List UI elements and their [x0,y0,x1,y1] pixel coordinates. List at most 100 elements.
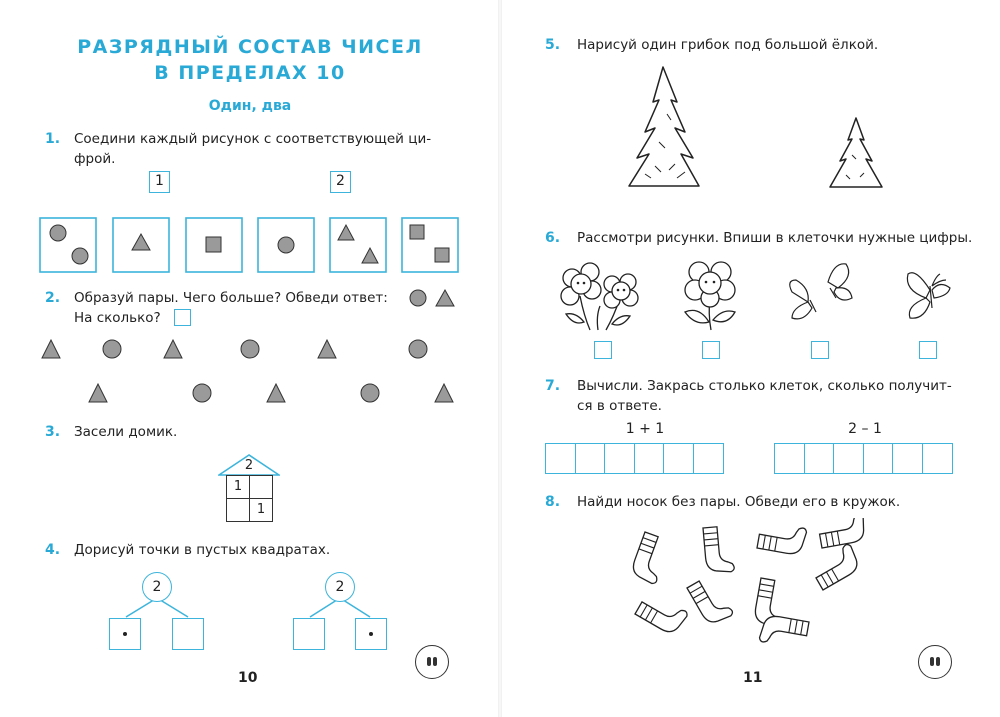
title-line-1: РАЗРЯДНЫЙ СОСТАВ ЧИСЕЛ [77,36,423,58]
task-2-text: Образуй пары. Чего больше? Обведи ответ:… [74,288,434,328]
task-7-line-1: Вычисли. Закрась столько клеток, сколько… [577,378,952,394]
house-cell-bottom-right[interactable]: 1 [249,498,273,522]
grid-cell[interactable] [574,443,606,474]
task-8-number: 8. [545,494,561,510]
circle-icon [192,383,212,403]
answer-circle-icon[interactable] [409,289,427,307]
answer-shapes [409,288,455,307]
sock-icon[interactable] [808,542,864,591]
left-page: РАЗРЯДНЫЙ СОСТАВ ЧИСЕЛ В ПРЕДЕЛАХ 10 Оди… [39,36,464,686]
grid-cell[interactable] [921,443,953,474]
task-1-number: 1. [45,131,61,147]
triangle-icon [266,382,286,403]
dot-box-left-empty[interactable] [172,618,204,650]
butterfly-icon [906,272,951,319]
task-2-line-1: Образуй пары. Чего больше? Обведи ответ: [74,290,388,306]
answer-grid-right [774,443,953,474]
expression-left: 1 + 1 [625,421,665,437]
task-7-text: Вычисли. Закрась столько клеток, сколько… [577,376,977,416]
card-circle[interactable] [257,217,315,273]
big-fir-tree-icon [628,66,700,187]
sock-icon[interactable] [758,613,810,648]
sock-icon[interactable] [756,520,808,557]
task-2-line-2: На сколько? [74,310,161,326]
answer-triangle-icon[interactable] [435,288,455,307]
task-5-number: 5. [545,37,561,53]
grid-cell[interactable] [803,443,835,474]
circle-icon [360,383,380,403]
house-cell-top-left[interactable]: 1 [226,475,250,499]
task-2-number: 2. [45,290,61,306]
task-6-number: 6. [545,230,561,246]
two-flowers-icon [560,262,639,331]
right-page: 5. Нарисуй один грибок под большой ёлкой… [500,0,1000,717]
grid-cell[interactable] [663,443,694,474]
grid-cell[interactable] [862,443,894,474]
smiley-icon [415,645,449,679]
circle-icon [408,339,428,359]
circle-icon [102,339,122,359]
task-6-text: Рассмотри рисунки. Впиши в клеточки нужн… [577,230,973,246]
task-7-number: 7. [545,378,561,394]
digit-box-2[interactable]: 2 [330,171,351,193]
answer-grid-left [545,443,724,474]
small-fir-tree-icon [829,117,883,188]
task-7-line-2: ся в ответе. [577,398,662,414]
grid-cell[interactable] [633,443,665,474]
butterflies-count-box-1[interactable] [811,341,829,359]
picture-cards [39,217,459,273]
page-number-right: 11 [743,670,763,686]
subtitle: Один, два [208,98,292,114]
one-flower-icon [684,261,736,331]
house-cell-bottom-left[interactable] [226,498,250,522]
card-square[interactable] [185,217,243,273]
grid-cell[interactable] [833,443,864,474]
grid-cell[interactable] [774,443,805,474]
task-4-number: 4. [45,542,61,558]
task-1-text: Соедини каждый рисунок с соответствующей… [74,129,464,169]
sock-icon[interactable] [702,524,736,575]
smiley-icon [918,645,952,679]
task-5-text: Нарисуй один грибок под большой ёлкой. [577,37,879,53]
title-line-2: В ПРЕДЕЛАХ 10 [154,62,346,84]
task-8-text: Найди носок без пары. Обведи его в кружо… [577,494,901,510]
butterflies-count-box-2[interactable] [919,341,937,359]
dot-box-right-filled [355,618,387,650]
digit-box-1[interactable]: 1 [149,171,170,193]
triangle-icon [41,338,61,359]
task-3-number: 3. [45,424,61,440]
book-gutter [498,0,502,717]
house-cell-top-right[interactable] [249,475,273,499]
dot-box-left-filled [109,618,141,650]
card-two-squares[interactable] [401,217,459,273]
circle-icon [240,339,260,359]
card-two-triangles[interactable] [329,217,387,273]
card-triangle[interactable] [112,217,170,273]
grid-cell[interactable] [545,443,576,474]
pairs-shapes [41,338,454,403]
task-3-text: Засели домик. [74,424,178,440]
triangle-icon [88,382,108,403]
how-many-answer-box[interactable] [174,309,191,326]
grid-cell[interactable] [692,443,724,474]
task-1-line-1: Соедини каждый рисунок с соответствующей… [74,131,432,147]
sock-icon[interactable] [816,518,865,549]
sock-icon[interactable] [686,573,735,629]
socks-group [628,518,865,648]
grid-cell[interactable] [604,443,635,474]
flowers-count-box-1[interactable] [594,341,612,359]
triangle-icon [434,382,454,403]
tree-right-circle: 2 [325,572,355,602]
tree-left-circle: 2 [142,572,172,602]
sock-icon[interactable] [634,589,690,638]
dot-box-right-empty[interactable] [293,618,325,650]
page-number-left: 10 [238,670,258,686]
sock-icon[interactable] [628,531,672,586]
two-butterflies-icon [789,263,853,320]
grid-cell[interactable] [892,443,923,474]
task-1-line-2: фрой. [74,151,116,167]
card-two-circles[interactable] [39,217,97,273]
flowers-count-box-2[interactable] [702,341,720,359]
triangle-icon [317,338,337,359]
task-4-text: Дорисуй точки в пустых квадратах. [74,542,331,558]
